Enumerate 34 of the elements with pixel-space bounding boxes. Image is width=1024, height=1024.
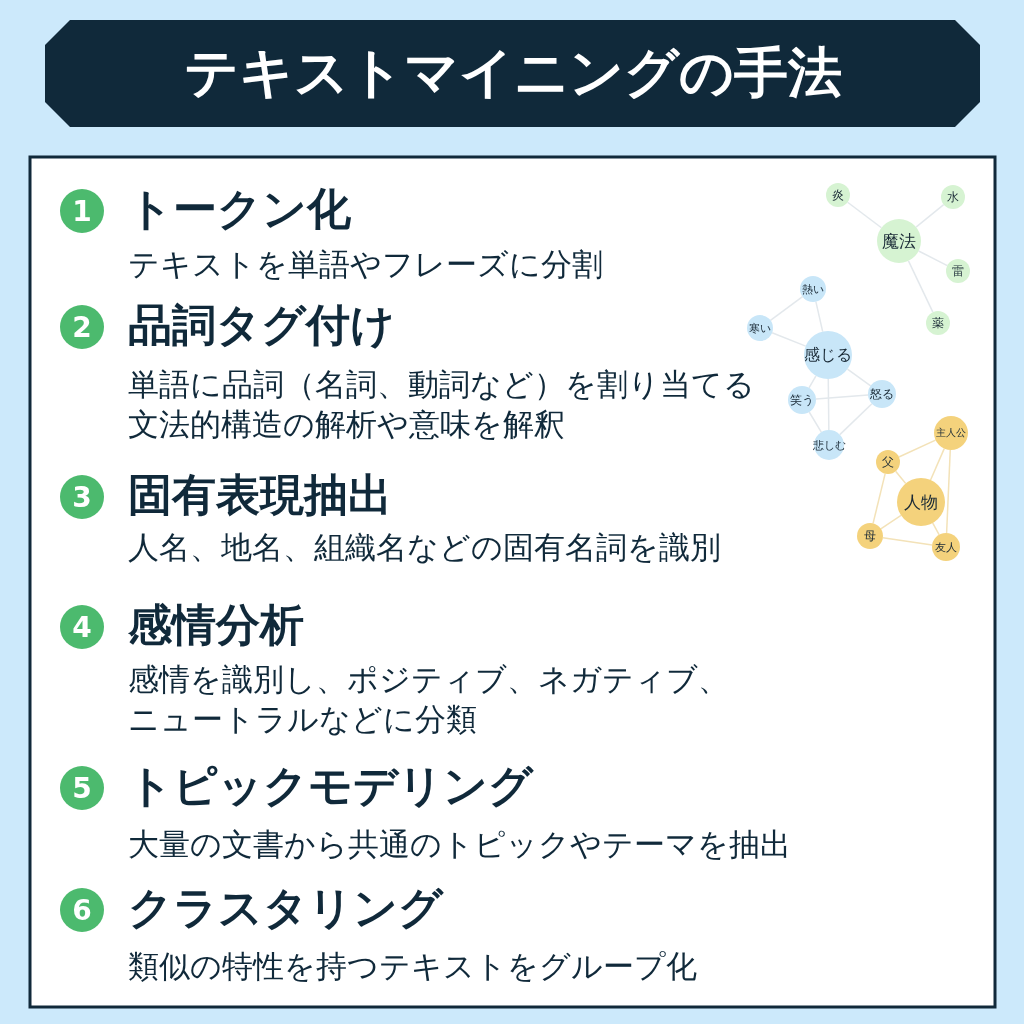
method-description: 文法的構造の解析や意味を解釈: [128, 409, 565, 440]
method-description: 大量の文書から共通のトピックやテーマを抽出: [128, 829, 791, 860]
connection-line: [917, 250, 949, 267]
method-description: 類似の特性を持つテキストをグループ化: [128, 951, 697, 982]
method-description: ニュートラルなどに分類: [128, 704, 477, 735]
connection-line: [929, 447, 945, 481]
connection-line: [945, 449, 951, 534]
method-description: 単語に品詞（名詞、動詞など）を割り当てる: [128, 369, 755, 400]
method-description: 人名、地名、組織名などの固有名詞を識別: [128, 532, 721, 563]
method-description: 感情を識別し、ポジティブ、ネガティブ、: [128, 664, 729, 695]
connection-line: [872, 472, 886, 525]
connection-line: [815, 300, 824, 333]
connection-line: [771, 332, 807, 347]
method-heading: 品詞タグ付け: [128, 303, 395, 347]
method-description: テキストを単語やフレーズに分割: [128, 249, 603, 280]
method-heading: 感情分析: [128, 603, 304, 647]
connection-line: [769, 295, 804, 322]
title: テキストマイニングの手法: [183, 40, 842, 106]
connection-line: [880, 514, 902, 530]
method-heading: トークン化: [128, 187, 351, 231]
method-heading: クラスタリング: [128, 886, 443, 930]
connection-line: [907, 260, 934, 313]
connection-line: [815, 394, 869, 400]
connection-line: [846, 201, 883, 229]
connection-line: [839, 402, 873, 436]
connection-line: [898, 439, 937, 458]
connection-line: [808, 411, 823, 433]
method-heading: 固有表現抽出: [128, 473, 392, 517]
connection-line: [808, 375, 817, 389]
connection-line: [846, 368, 872, 387]
connection-line: [915, 203, 945, 228]
method-heading: トピックモデリング: [128, 764, 533, 808]
connection-line: [894, 470, 907, 485]
connection-line: [882, 537, 933, 546]
